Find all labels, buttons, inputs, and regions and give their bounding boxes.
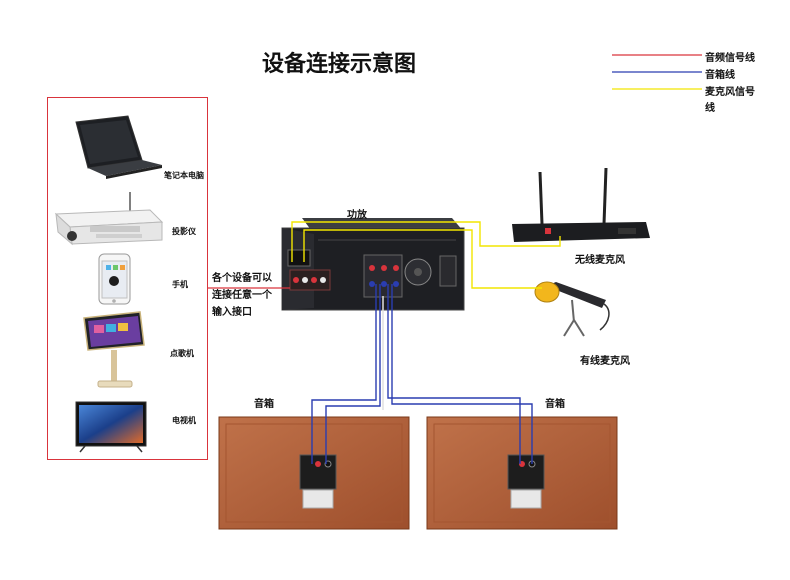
speaker-line-left-2 (325, 284, 381, 464)
input-note-line-1: 各个设备可以 (212, 273, 272, 284)
legend: 音频信号线 音箱线 麦克风信号 线 (610, 46, 780, 116)
karaoke-machine-icon (83, 311, 145, 388)
legend-mic-label: 麦克风信号 (705, 87, 755, 98)
laptop-icon (75, 115, 162, 179)
source-devices-box (47, 97, 208, 460)
speaker-line-right-2 (391, 284, 533, 464)
wireless-mic-label: 无线麦克风 (575, 255, 625, 266)
wired-mic-icon (534, 281, 610, 337)
source-label-projector: 投影仪 (172, 227, 196, 236)
speaker-left-label: 音箱 (254, 399, 274, 410)
wireless-mic-receiver-icon (512, 167, 650, 242)
input-note-line-3: 输入接口 (212, 307, 252, 318)
speaker-right-label: 音箱 (545, 399, 565, 410)
legend-mic-label-2: 线 (705, 103, 715, 114)
legend-lines (612, 54, 702, 90)
speaker-line-left-1 (311, 284, 377, 464)
diagram-title: 设备连接示意图 (262, 52, 417, 77)
speaker-line-right-1 (387, 284, 521, 464)
speaker-right (426, 416, 618, 530)
tv-icon (75, 401, 147, 453)
source-label-karaoke: 点歌机 (170, 349, 194, 358)
input-note: 各个设备可以 连接任意一个 输入接口 (212, 270, 272, 321)
wireless-mic-signal-line (291, 221, 561, 262)
projector-icon (54, 192, 164, 246)
source-label-tv: 电视机 (172, 416, 196, 425)
source-label-phone: 手机 (172, 280, 188, 289)
legend-speaker-label: 音箱线 (705, 70, 735, 81)
speaker-left (218, 416, 410, 530)
input-note-line-2: 连接任意一个 (212, 290, 272, 301)
wired-mic-signal-line (303, 229, 542, 289)
source-label-laptop: 笔记本电脑 (164, 171, 204, 180)
wired-mic-label: 有线麦克风 (580, 356, 630, 367)
phone-icon (98, 253, 131, 305)
amplifier-icon (281, 218, 465, 311)
legend-audio-label: 音频信号线 (705, 53, 755, 64)
amplifier-label: 功放 (347, 210, 367, 221)
